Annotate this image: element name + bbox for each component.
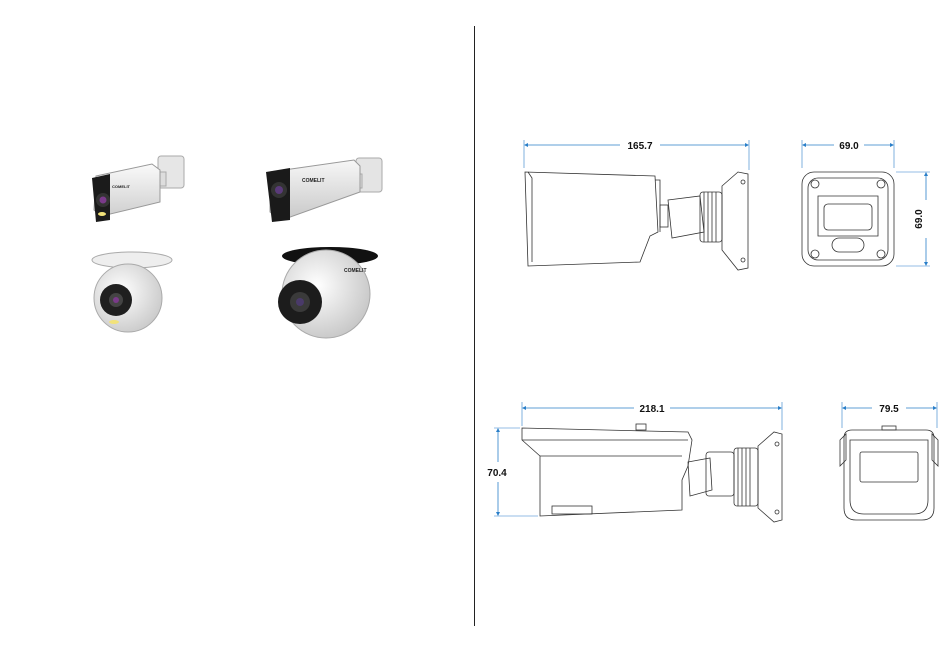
dim-small-bullet-width: 69.0 <box>802 140 894 168</box>
dim-large-bullet-height: 70.4 <box>487 428 538 516</box>
dim-label-small-bullet-length: 165.7 <box>627 141 652 152</box>
large-bullet-front-view <box>840 426 938 520</box>
dim-large-bullet-length: 218.1 <box>522 402 782 430</box>
dim-label-small-bullet-width: 69.0 <box>839 141 859 152</box>
dim-label-small-bullet-height: 69.0 <box>914 209 925 229</box>
dim-label-large-bullet-length: 218.1 <box>639 404 664 415</box>
small-bullet-side-view <box>525 172 748 270</box>
dim-label-large-bullet-width: 79.5 <box>879 404 899 415</box>
large-bullet-side-view <box>522 424 782 522</box>
dim-small-bullet-length: 165.7 <box>524 140 749 170</box>
dim-large-bullet-width: 79.5 <box>842 402 937 428</box>
dim-small-bullet-height: 69.0 <box>896 172 930 266</box>
dim-label-large-bullet-height: 70.4 <box>487 468 507 479</box>
small-bullet-rear-view <box>802 172 894 266</box>
